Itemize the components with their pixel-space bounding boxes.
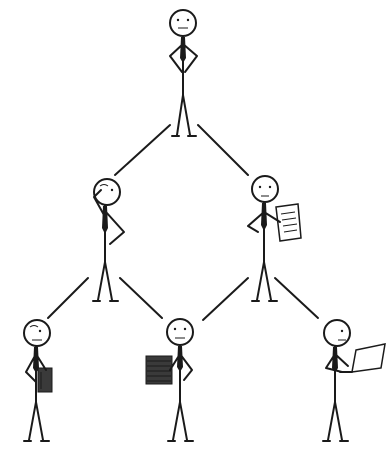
- thinker-arm-right: [106, 212, 124, 244]
- connector-mid-right-to-bottom-2: [203, 278, 248, 320]
- connector-top-to-mid-left: [115, 125, 170, 175]
- boss-tie: [180, 37, 186, 63]
- laptop-screen-icon: [352, 344, 385, 372]
- folder-worker-legs: [29, 402, 43, 440]
- thinker-tie: [102, 206, 108, 234]
- connector-mid-right-to-bottom-3: [275, 278, 318, 318]
- figure-bottom-2-with-documents: [146, 319, 193, 441]
- paper-manager-tie: [261, 203, 267, 231]
- thinker-legs: [98, 262, 112, 300]
- figure-mid-left-thinking: [93, 179, 124, 301]
- paper-manager-legs: [257, 262, 271, 300]
- connector-mid-left-to-bottom-2: [120, 278, 162, 318]
- figure-mid-right-with-paper: [248, 176, 301, 301]
- boss-legs: [177, 95, 190, 135]
- folder-worker-head: [24, 320, 50, 346]
- figure-bottom-1-with-folder: [24, 320, 52, 441]
- connector-top-to-mid-right: [198, 125, 248, 175]
- folder-icon: [38, 368, 52, 392]
- laptop-worker-head: [324, 320, 350, 346]
- laptop-worker-legs: [328, 402, 342, 440]
- connector-mid-left-to-bottom-1: [48, 278, 88, 318]
- documents-worker-head: [167, 319, 193, 345]
- documents-stack-icon: [146, 356, 172, 384]
- documents-worker-legs: [173, 402, 187, 440]
- figure-top-boss: [170, 10, 197, 136]
- figure-bottom-3-with-laptop: [323, 320, 385, 441]
- paper-manager-head: [252, 176, 278, 202]
- boss-head: [170, 10, 196, 36]
